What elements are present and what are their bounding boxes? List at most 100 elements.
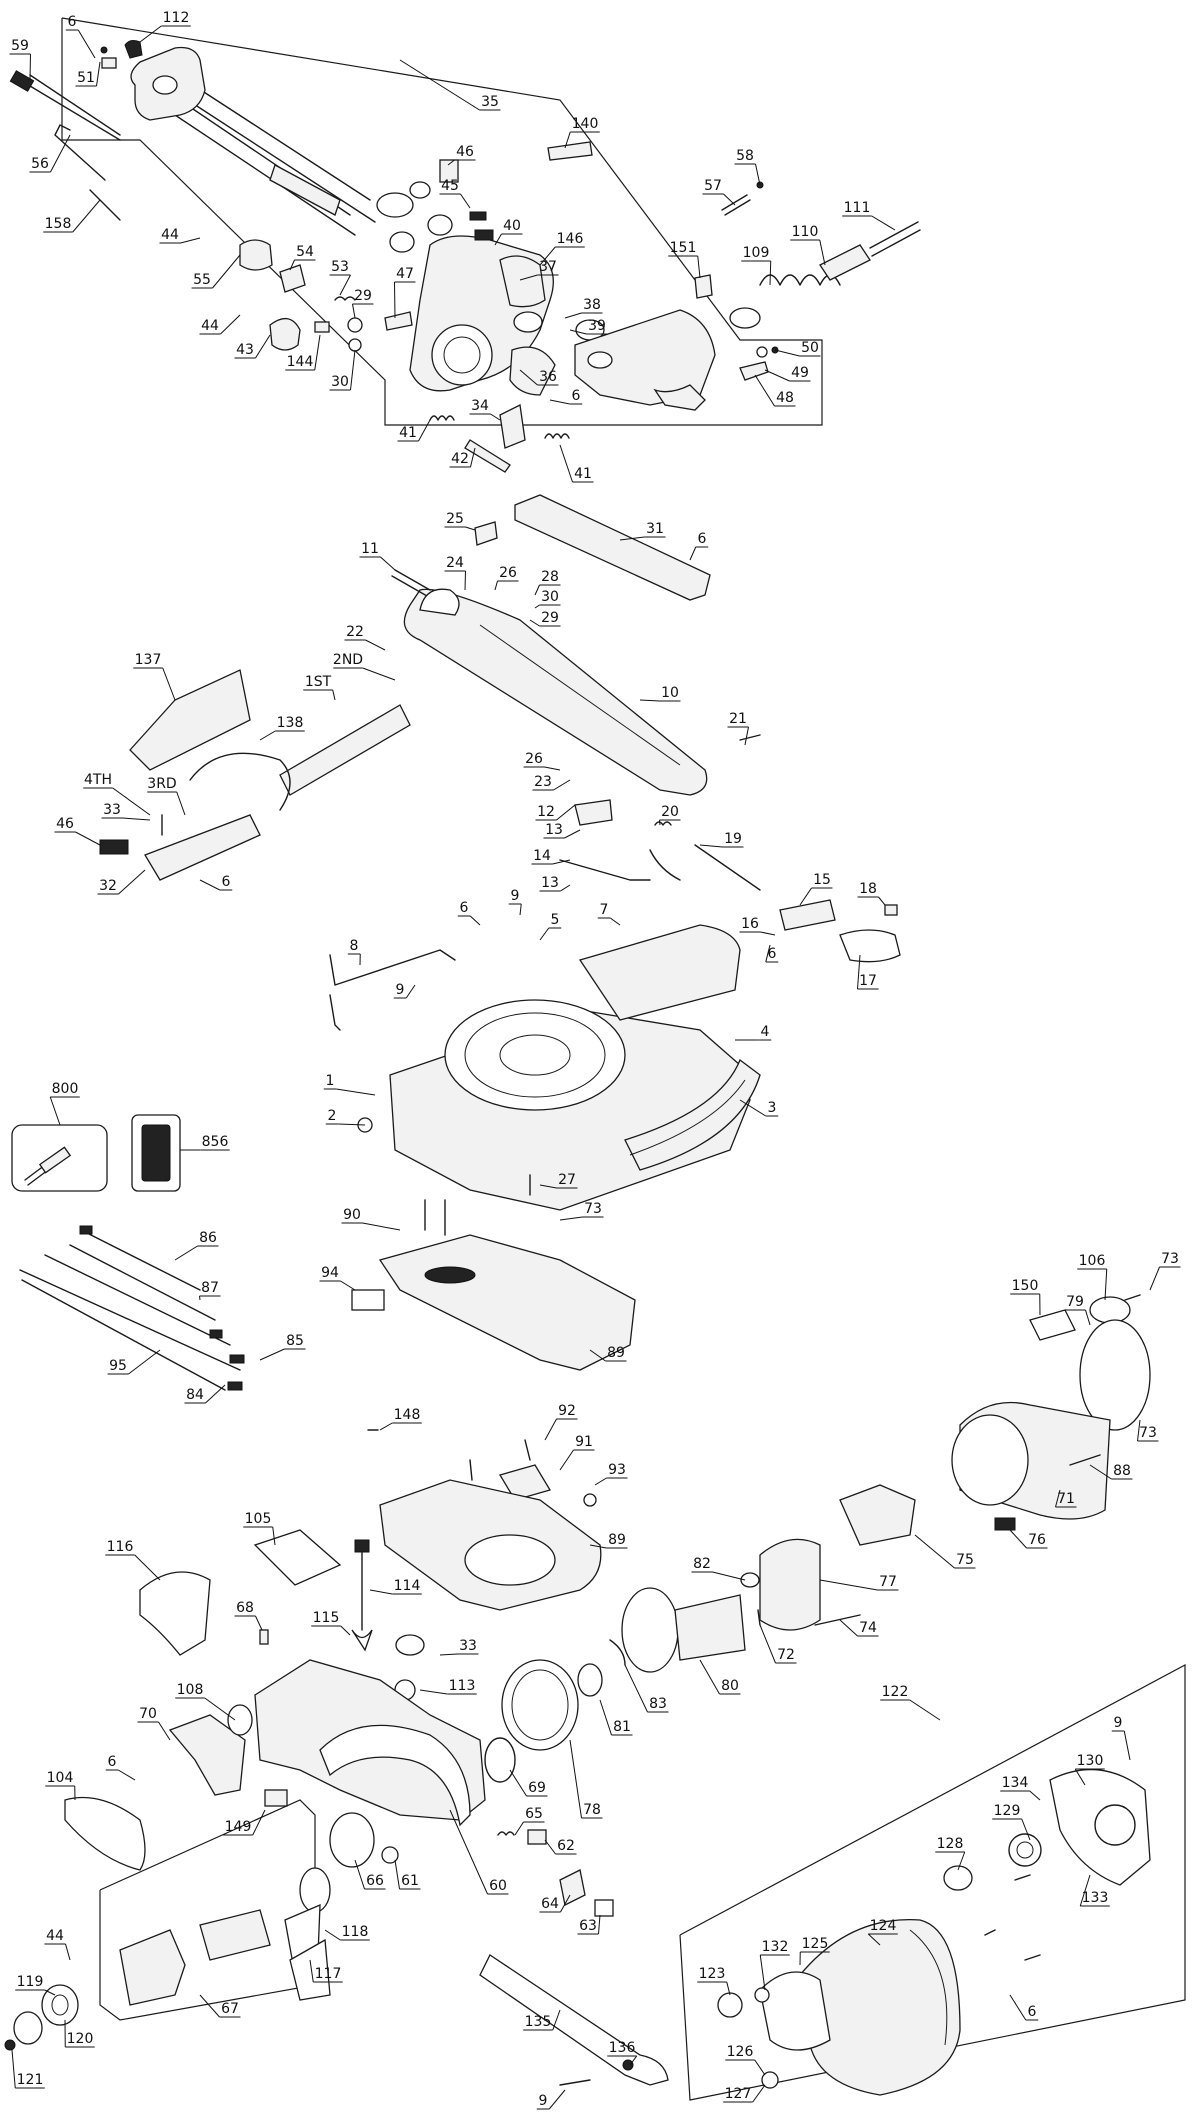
callout-number: 75: [956, 1552, 974, 1568]
leader-line: [352, 303, 356, 319]
callout-19: 19: [699, 831, 744, 848]
callout-number: 38: [583, 297, 601, 313]
callout-134: 134: [1000, 1775, 1041, 1801]
callout-118: 118: [324, 1924, 370, 1941]
leader-line: [589, 1544, 607, 1549]
callout-number: 149: [225, 1819, 252, 1835]
callout-number: 3: [768, 1100, 777, 1116]
leader-line: [394, 1859, 400, 1890]
callout-number: 73: [584, 1201, 602, 1217]
callout-51: 51: [75, 61, 101, 87]
leader-line: [122, 817, 151, 821]
leader-line: [494, 233, 502, 246]
callout-number: 36: [539, 369, 557, 385]
leader-line: [609, 917, 621, 926]
callout-130: 130: [1074, 1753, 1105, 1786]
leader-line: [449, 1809, 488, 1895]
leader-line: [365, 639, 386, 651]
callout-number: 26: [499, 565, 517, 581]
callout-113: 113: [419, 1678, 477, 1695]
leader-line: [336, 1088, 376, 1096]
callout-26: 26: [494, 565, 519, 591]
leader-line: [162, 667, 176, 701]
leader-line: [867, 1933, 881, 1946]
leader-line: [118, 869, 146, 895]
callout-number: 62: [557, 1838, 575, 1854]
callout-138: 138: [259, 715, 305, 741]
leader-line: [332, 689, 336, 701]
callout-122: 122: [880, 1684, 941, 1721]
callout-number: 6: [68, 14, 77, 30]
leader-line: [539, 1184, 557, 1189]
callout-48: 48: [754, 374, 796, 407]
callout-number: 1: [326, 1073, 335, 1089]
callout-151: 151: [668, 240, 701, 279]
callout-82: 82: [691, 1556, 746, 1581]
callout-number: 33: [103, 802, 121, 818]
callout-number: 83: [649, 1696, 667, 1712]
callout-number: 37: [539, 259, 557, 275]
callout-32: 32: [97, 869, 146, 895]
callout-number: 129: [994, 1803, 1021, 1819]
leader-line: [212, 254, 241, 289]
leader-line: [559, 444, 573, 483]
callout-69: 69: [509, 1769, 548, 1797]
callout-number: 106: [1079, 1253, 1106, 1269]
wiring-and-lower-base: [19, 1199, 636, 1391]
callout-3: 3: [739, 1099, 779, 1117]
leader-line: [204, 1697, 236, 1721]
leader-line: [464, 570, 466, 591]
leader-line: [909, 1699, 941, 1721]
callout-18: 18: [857, 881, 886, 906]
callout-number: 59: [11, 38, 29, 54]
callout-25: 25: [444, 511, 476, 531]
callout-54: 54: [289, 244, 316, 271]
leader-line: [514, 1821, 524, 1836]
callout-28: 28: [534, 569, 561, 596]
callout-55: 55: [191, 254, 241, 289]
leader-line: [1021, 1818, 1031, 1841]
callout-104: 104: [45, 1770, 76, 1801]
callout-number: 34: [471, 398, 489, 414]
leader-line: [1089, 1464, 1112, 1480]
callout-44: 44: [199, 314, 241, 335]
callout-number: 74: [859, 1620, 877, 1636]
leader-line: [50, 134, 71, 173]
shaft-lower-guard-assembly: [4, 1663, 1186, 2101]
callout-number: 128: [937, 1836, 964, 1852]
callout-number: 17: [859, 973, 877, 989]
callout-number: 25: [446, 511, 464, 527]
leader-line: [819, 239, 826, 266]
leader-line: [759, 1954, 766, 1991]
callout-number: 6: [222, 874, 231, 890]
leader-line: [739, 1099, 767, 1117]
callout-34: 34: [469, 398, 501, 421]
callout-124: 124: [867, 1918, 898, 1946]
callout-90: 90: [341, 1207, 401, 1231]
leader-line: [490, 413, 501, 421]
callout-75: 75: [914, 1534, 976, 1569]
callout-6: 6: [105, 1754, 136, 1781]
callout-13: 13: [539, 875, 571, 892]
callout-number: 22: [346, 624, 364, 640]
leader-line: [799, 887, 812, 906]
callout-109: 109: [741, 245, 772, 286]
callout-60: 60: [449, 1809, 509, 1895]
callout-number: 109: [743, 245, 770, 261]
callout-41: 41: [559, 444, 594, 483]
leader-line: [1074, 1768, 1086, 1786]
callout-148: 148: [379, 1407, 422, 1431]
callout-77: 77: [819, 1574, 899, 1591]
leader-line: [629, 2055, 638, 2066]
callout-number: 125: [802, 1936, 829, 1952]
callout-83: 83: [624, 1664, 669, 1713]
leader-line: [559, 1449, 574, 1471]
motor-assembly: [577, 1294, 1151, 1697]
callout-144: 144: [285, 334, 321, 371]
leader-line: [199, 1994, 220, 2018]
callout-20: 20: [659, 804, 681, 826]
leader-line: [765, 944, 771, 963]
callout-number: 78: [583, 1802, 601, 1818]
callout-number: 110: [792, 224, 819, 240]
callout-number: 29: [541, 610, 559, 626]
